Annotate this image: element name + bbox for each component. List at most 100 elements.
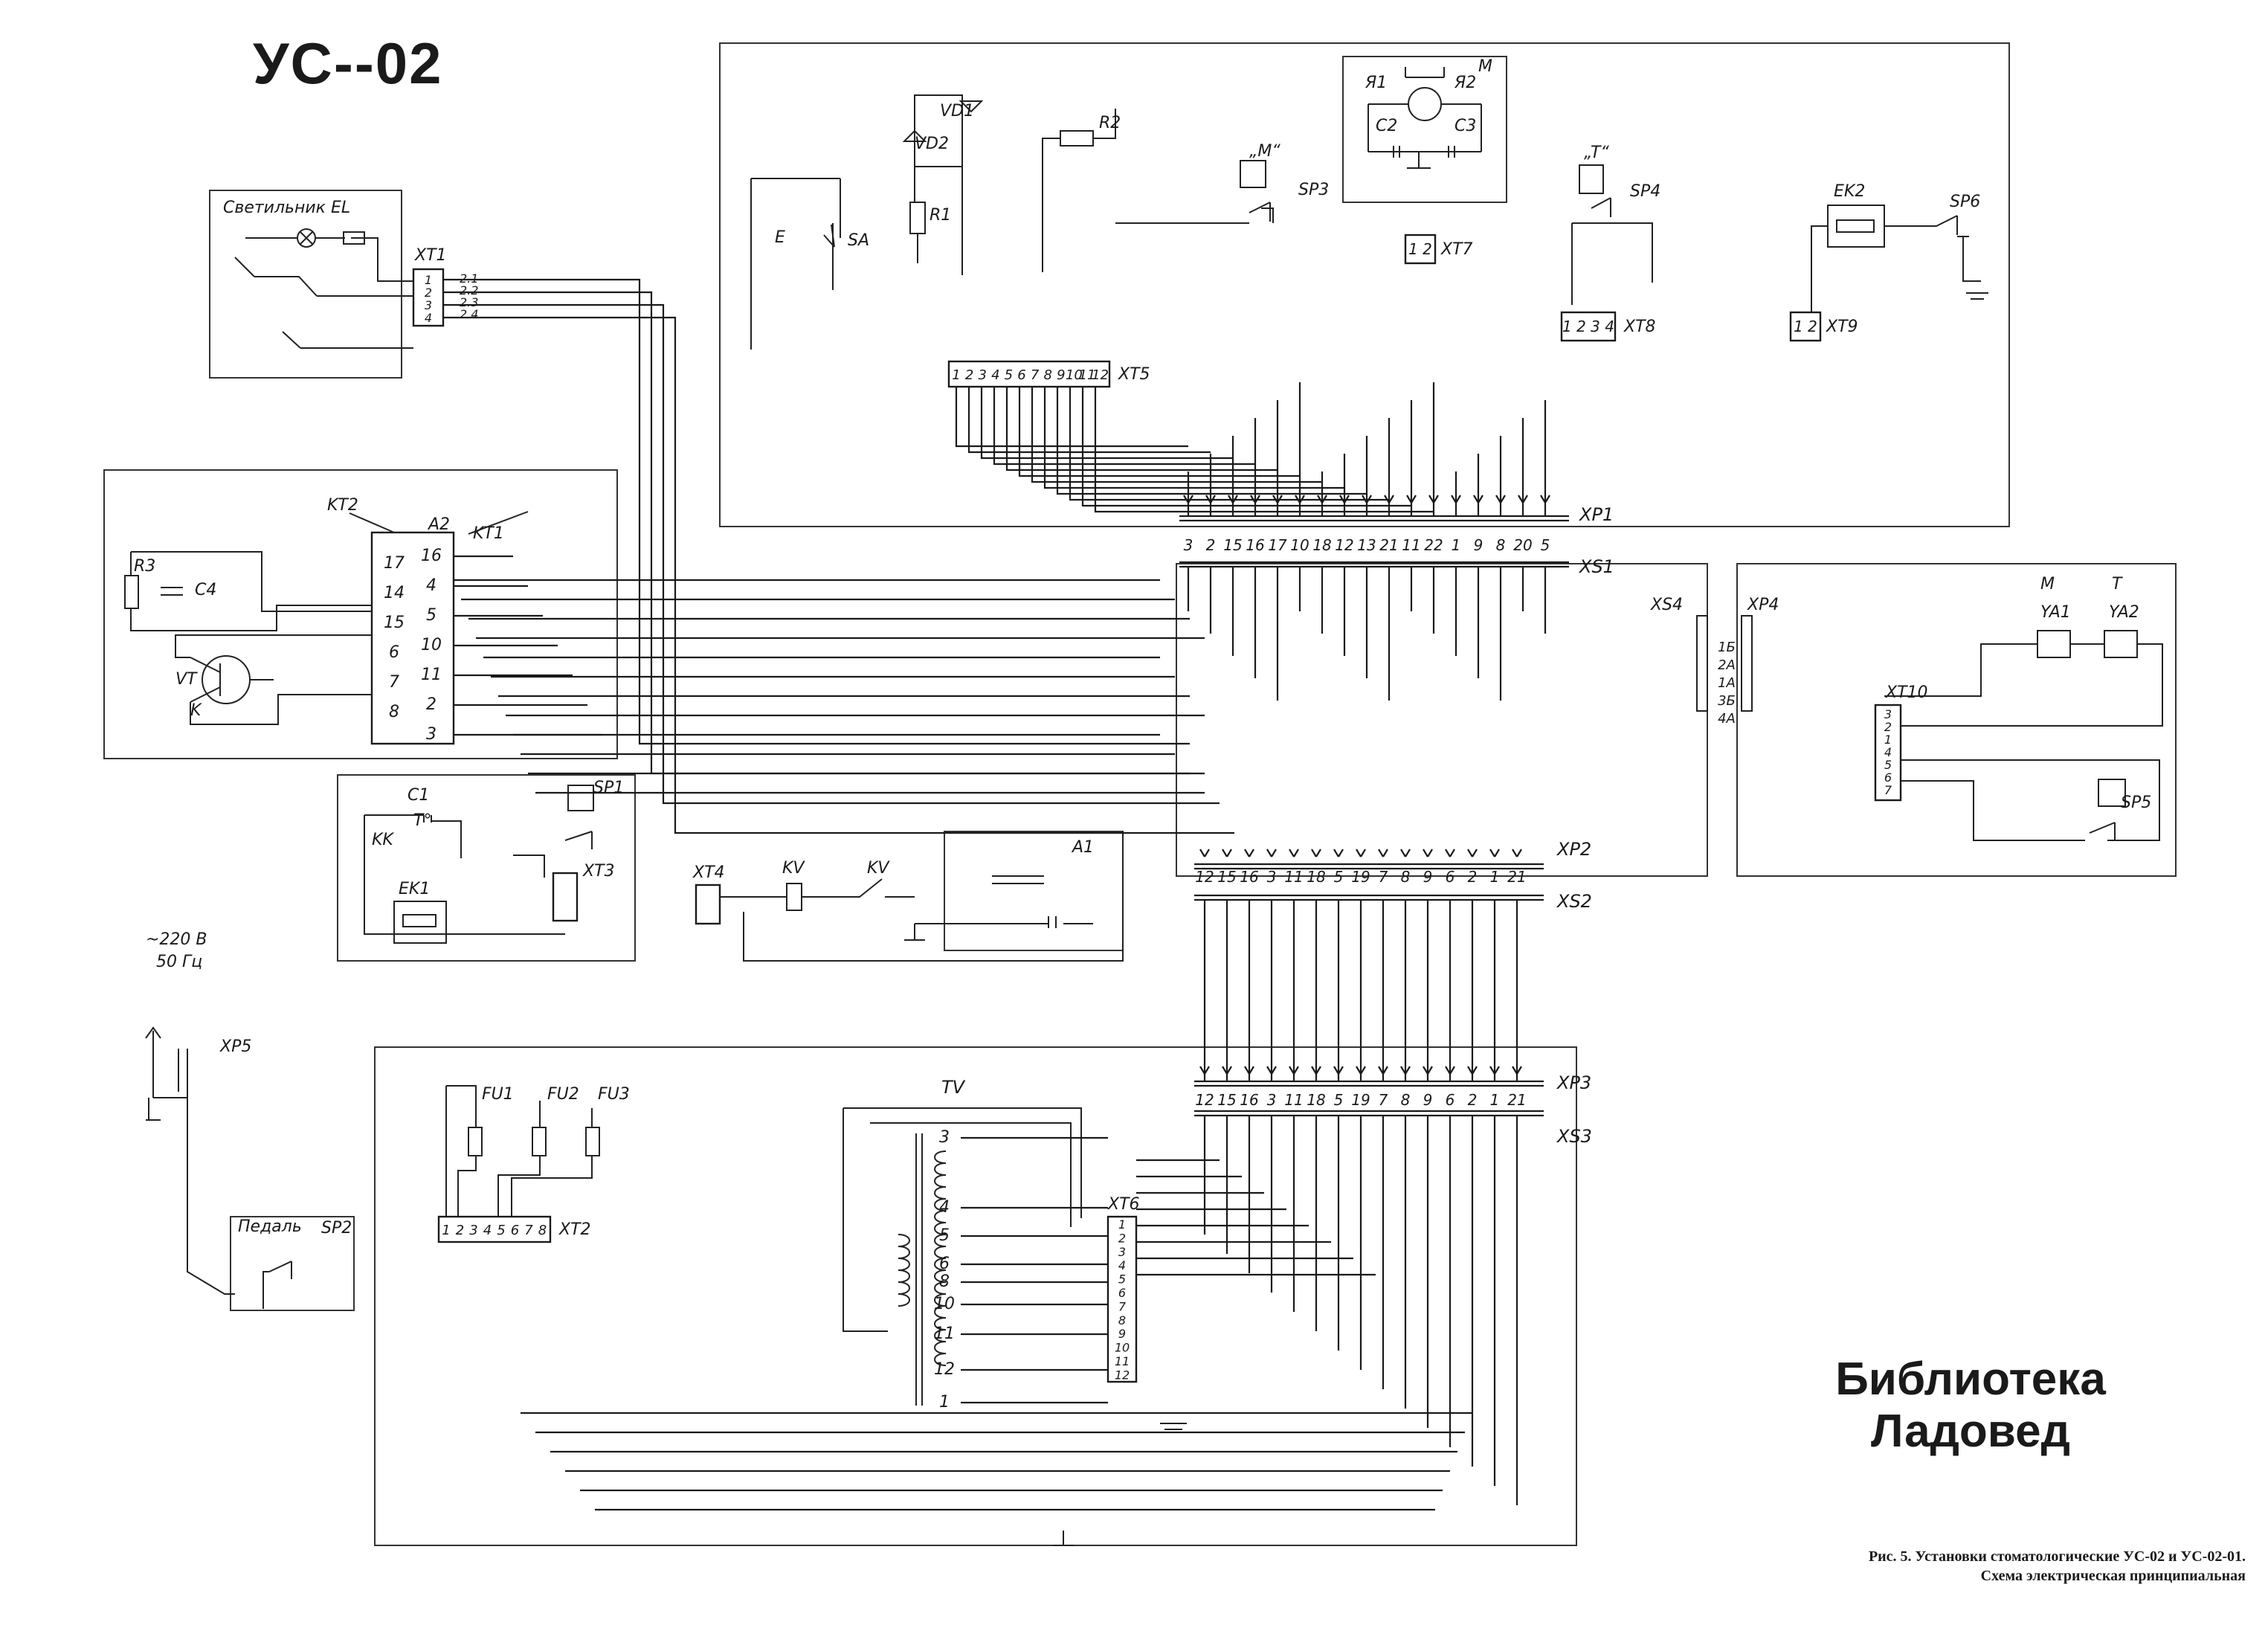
k-label: K (190, 701, 202, 720)
vd1-label: VD1 (940, 102, 974, 120)
motor-ya2-label: Я2 (1454, 74, 1476, 92)
xs4-label: XS4 (1650, 596, 1683, 614)
xt2-terminal (437, 1215, 552, 1243)
xt10-pin: 7 (1884, 783, 1892, 797)
kt-left-pin: 7 (389, 673, 399, 692)
xt2-label: XT2 (558, 1220, 591, 1239)
tv-tap-label: 6 (939, 1255, 950, 1273)
tv-tap-label: 10 (934, 1295, 955, 1313)
xp1-pin: 1 (1452, 536, 1461, 554)
pin-arrow (1489, 849, 1500, 857)
xt1-wire (443, 278, 1190, 745)
xt2-pin: 2 (456, 1223, 464, 1238)
xt5-wire (955, 387, 1188, 448)
bus-wires (454, 382, 1547, 1511)
xt6-pin: 5 (1118, 1272, 1126, 1287)
xt4-terminal (695, 884, 721, 925)
caption-line2: Схема электрическая принципиальная (1980, 1568, 2246, 1584)
xp2-pin: 18 (1307, 868, 1325, 886)
kk-label: KK (372, 831, 394, 849)
r2-label: R2 (1099, 114, 1121, 132)
xt5-pin: 6 (1017, 367, 1025, 383)
pin-arrow (1289, 849, 1299, 857)
xt5-pin: 8 (1043, 367, 1051, 383)
xt5-pin: 5 (1005, 367, 1013, 383)
caption-line1: Рис. 5. Установки стоматологические УС-0… (1868, 1548, 2246, 1565)
library-stamp: Библиотека Ладовед (1710, 1354, 2231, 1458)
xs1-label: XS1 (1578, 556, 1614, 577)
sp4-label: SP4 (1630, 182, 1660, 201)
xt6-pin: 2 (1118, 1231, 1126, 1245)
xp1-pin: 21 (1379, 536, 1398, 554)
kt-left-pin: 8 (389, 703, 399, 721)
kt-right-pin: 3 (426, 725, 436, 744)
xt6-pin: 9 (1118, 1327, 1126, 1341)
svg-text:1 2: 1 2 (1408, 240, 1432, 258)
valves-frame (1736, 563, 2177, 877)
xs3-label: XS3 (1556, 1126, 1592, 1147)
kt-right-pin: 16 (421, 547, 442, 565)
m-valve-label: M (2040, 575, 2055, 593)
tv-tap-label: 12 (934, 1360, 955, 1379)
xt2-pin: 5 (497, 1223, 505, 1238)
xp3-pin: 5 (1334, 1091, 1344, 1109)
xt5-pin: 4 (991, 367, 999, 383)
xp2-pin: 2 (1468, 868, 1478, 886)
e-label: E (775, 228, 785, 247)
sp6-label: SP6 (1950, 193, 1980, 211)
tv-tap-label: 1 (939, 1393, 950, 1412)
xt4-label: XT4 (692, 863, 725, 882)
pedal-label: Педаль (238, 1217, 302, 1236)
tv-tap-label: 8 (939, 1272, 950, 1291)
a1-frame (944, 831, 1124, 951)
xt8-terminal (1560, 311, 1617, 342)
ya2-label: YA2 (2109, 603, 2139, 622)
xt5-wire (967, 387, 1211, 454)
xt5-pin: 11 (1079, 367, 1096, 383)
r3-resistor (124, 575, 139, 609)
kt2-label: KT2 (327, 496, 358, 515)
xs2-label: XS2 (1556, 891, 1592, 912)
xp4-connector (1741, 615, 1753, 712)
pin-arrow (1311, 849, 1321, 857)
xt1-wire (443, 316, 1234, 834)
xt10-pin: 5 (1884, 758, 1892, 772)
ek1-heater (393, 901, 447, 944)
kt-right-pin: 5 (426, 606, 436, 625)
xp2-pin: 5 (1334, 868, 1344, 886)
xt2-pin: 7 (524, 1223, 533, 1238)
xs4-pin: 1Б (1718, 640, 1736, 655)
xp3-pin: 11 (1284, 1091, 1303, 1109)
sp3-label: SP3 (1298, 181, 1329, 199)
pin-arrow (1512, 849, 1522, 857)
pin-arrow (1266, 849, 1277, 857)
xt6-pin: 1 (1118, 1217, 1126, 1232)
library-line2: Ладовед (1871, 1406, 2070, 1457)
xt1-pin: 4 (425, 311, 432, 325)
kt-right-pin: 4 (426, 576, 436, 595)
kt-right-pin: 2 (426, 695, 436, 714)
xp3-pin: 15 (1217, 1091, 1236, 1109)
xt1-pin: 1 (425, 273, 432, 287)
xt5-pin: 7 (1031, 367, 1040, 383)
xp3-pin: 12 (1195, 1091, 1214, 1109)
r3-label: R3 (134, 557, 155, 576)
pin-arrow (1445, 849, 1455, 857)
xs4-pin: 2A (1718, 657, 1736, 673)
xp1-pin: 18 (1312, 536, 1331, 554)
xt5-pin: 12 (1092, 367, 1109, 383)
tv-tap-label: 11 (934, 1325, 955, 1343)
pin-arrow (1244, 849, 1254, 857)
pin-arrow (1400, 849, 1411, 857)
xp1-pin: 20 (1513, 536, 1532, 554)
xp3-pin: 6 (1446, 1091, 1455, 1109)
kt-left-pin: 15 (384, 614, 405, 632)
xt5-wire (1094, 387, 1434, 513)
xt10-label: XT10 (1885, 683, 1928, 702)
t-deg-label: T° (413, 811, 431, 830)
motor-ya1-label: Я1 (1365, 74, 1387, 92)
library-line1: Библиотека (1835, 1354, 2106, 1405)
